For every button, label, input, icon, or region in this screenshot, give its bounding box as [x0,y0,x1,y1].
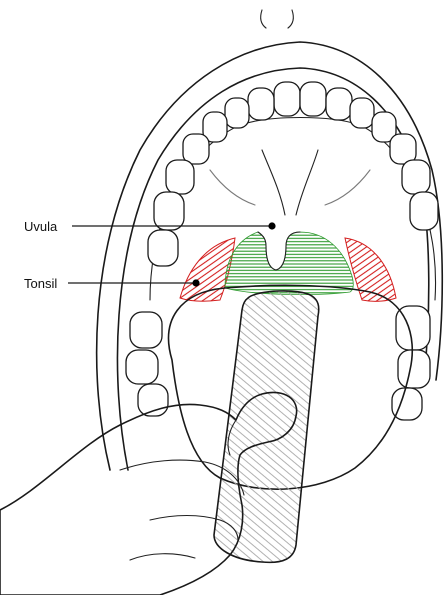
nostril-hint [261,10,294,28]
uvula-marker [268,222,275,229]
tongue-depressor-icon [214,291,319,562]
uvula-label: Uvula [24,219,58,234]
tonsil-label: Tonsil [24,276,57,291]
tonsil-marker [192,279,199,286]
